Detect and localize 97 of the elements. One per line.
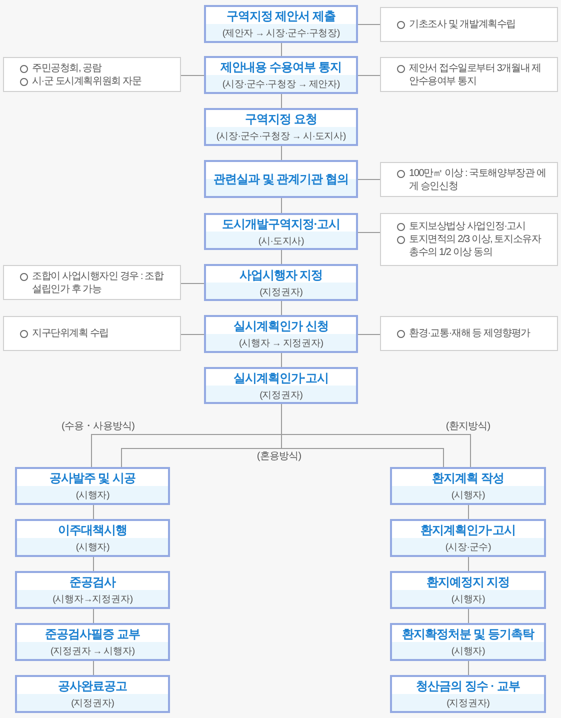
process-box bbox=[390, 623, 546, 661]
note-text: 100만㎡ 이상 : 국토해양부장관 에게 승인신청 bbox=[409, 168, 546, 192]
step-actor: (시행자→지정권자) bbox=[52, 593, 132, 606]
step-title: 준공검사 bbox=[70, 574, 116, 590]
step-actor: (시행자 → 지정권자) bbox=[239, 337, 323, 350]
step-title: 사업시행자 지정 bbox=[239, 266, 323, 282]
process-box bbox=[390, 675, 546, 713]
note-box bbox=[380, 316, 558, 351]
process-box bbox=[15, 519, 170, 557]
process-box bbox=[15, 467, 170, 505]
note-text: 제안서 접수일로부터 3개월내 제안수용여부 통지 bbox=[409, 62, 541, 86]
process-box bbox=[204, 367, 358, 404]
process-box bbox=[204, 315, 358, 353]
note-text: 지구단위계획 수립 bbox=[32, 328, 108, 339]
note-box bbox=[380, 213, 558, 266]
connector-line bbox=[358, 24, 380, 25]
step-actor: (시행자) bbox=[76, 489, 110, 502]
note-box bbox=[3, 265, 181, 300]
step-title: 청산금의 징수 · 교부 bbox=[416, 678, 520, 694]
note-box bbox=[3, 57, 181, 92]
step-title: 환지확정처분 및 등기촉탁 bbox=[402, 626, 534, 642]
process-box bbox=[390, 571, 546, 609]
step-actor: (지정권자) bbox=[446, 697, 490, 710]
process-box bbox=[204, 213, 358, 250]
step-actor: (시행자) bbox=[451, 645, 485, 658]
connector-line bbox=[358, 232, 380, 233]
edge-label: (혼용방식) bbox=[256, 451, 302, 463]
process-box bbox=[204, 108, 358, 146]
step-title: 실시계획인가·고시 bbox=[233, 370, 329, 386]
step-title: 관련실과 및 관계기관 협의 bbox=[213, 171, 348, 187]
note-text: 조합이 사업시행자인 경우 : 조합설립인가 후 가능 bbox=[32, 270, 164, 294]
process-box bbox=[15, 623, 170, 661]
note-text: 토지면적의 2/3 이상, 토지소유자 총수의 1/2 이상 동의 bbox=[409, 234, 541, 258]
step-actor: (시행자) bbox=[76, 541, 110, 554]
step-title: 제안내용 수용여부 통지 bbox=[220, 59, 342, 75]
note-text: 기초조사 및 개발계획수립 bbox=[409, 19, 516, 30]
process-box bbox=[204, 160, 358, 198]
connector-line bbox=[281, 300, 282, 316]
step-actor: (지정권자 → 시행자) bbox=[50, 645, 134, 658]
note-box bbox=[380, 57, 558, 92]
note-text: 시·군 도시계획위원회 자문 bbox=[32, 76, 142, 86]
connector-line bbox=[93, 608, 94, 624]
process-box bbox=[390, 519, 546, 557]
step-actor: (시장·군수) bbox=[445, 541, 491, 554]
connector-line bbox=[281, 42, 282, 56]
connector-line bbox=[281, 250, 282, 264]
connector-line bbox=[93, 660, 94, 676]
note-text: 환경·교통·재해 등 제영향평가 bbox=[409, 328, 530, 339]
step-title: 준공검사필증 교부 bbox=[45, 626, 140, 642]
connector-line bbox=[358, 334, 380, 335]
note-box bbox=[3, 316, 181, 351]
step-actor: (시행자) bbox=[451, 593, 485, 606]
step-title: 도시개발구역지정·고시 bbox=[222, 216, 340, 232]
step-actor: (시장·군수·구청장 → 시·도지사) bbox=[216, 130, 346, 143]
step-actor: (지정권자) bbox=[260, 286, 302, 298]
step-title: 환지계획 작성 bbox=[432, 470, 504, 486]
step-actor: (지정권자) bbox=[260, 388, 302, 402]
process-box bbox=[15, 675, 170, 713]
connector-line bbox=[468, 660, 469, 676]
connector-line bbox=[281, 94, 282, 108]
step-title: 구역지정 제안서 제출 bbox=[226, 8, 336, 24]
connector-line bbox=[358, 75, 380, 76]
connector-line bbox=[180, 334, 204, 335]
connector-line bbox=[281, 352, 282, 368]
process-box bbox=[204, 56, 358, 94]
step-actor: (제안자 → 시장·군수·구청장) bbox=[222, 27, 340, 40]
connector-line bbox=[93, 556, 94, 572]
connector-line bbox=[358, 179, 380, 180]
step-title: 실시계획인가 신청 bbox=[234, 318, 328, 334]
connector-line bbox=[468, 556, 469, 572]
step-actor: (시행자) bbox=[451, 489, 485, 502]
step-title: 이주대책시행 bbox=[58, 522, 127, 538]
edge-label: (환지방식) bbox=[444, 421, 492, 433]
process-box bbox=[15, 571, 170, 609]
step-title: 환지계획인가·고시 bbox=[420, 522, 516, 538]
note-box bbox=[380, 162, 558, 197]
connector-line bbox=[468, 608, 469, 624]
process-box bbox=[390, 467, 546, 505]
step-actor: (시장·군수·구청장 → 제안자) bbox=[222, 78, 340, 91]
connector-line bbox=[93, 504, 94, 520]
step-title: 환지예정지 지정 bbox=[426, 574, 510, 590]
step-actor: (시·도지사) bbox=[258, 234, 304, 248]
step-title: 공사발주 및 시공 bbox=[49, 470, 136, 486]
edge-label: (수용・사용방식) bbox=[60, 421, 136, 433]
connector-line bbox=[281, 198, 282, 214]
process-box bbox=[204, 5, 358, 43]
connector-line bbox=[281, 146, 282, 160]
step-actor: (지정권자) bbox=[71, 697, 114, 710]
connector-line bbox=[468, 504, 469, 520]
process-box bbox=[204, 264, 358, 301]
step-title: 구역지정 요청 bbox=[245, 111, 317, 127]
connector-line bbox=[180, 283, 204, 284]
note-text: 토지보상법상 사업인정·고시 bbox=[409, 221, 526, 232]
note-text: 주민공청회, 공람 bbox=[32, 62, 102, 74]
connector-line bbox=[180, 75, 204, 76]
step-title: 공사완료공고 bbox=[58, 678, 127, 694]
note-box bbox=[380, 7, 558, 42]
